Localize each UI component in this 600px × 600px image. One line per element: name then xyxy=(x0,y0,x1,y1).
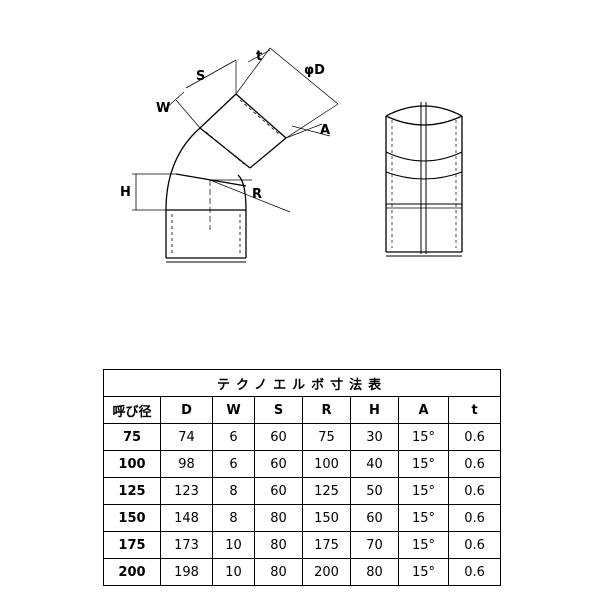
cell: 0.6 xyxy=(447,477,502,505)
table-title-row: テクノエルボ寸法表 xyxy=(102,369,502,397)
cell: 8 xyxy=(212,477,255,505)
table-row: 175 173 10 80 175 70 15° 0.6 xyxy=(103,531,502,559)
cell: 0.6 xyxy=(447,504,502,532)
cell: 75 xyxy=(302,423,351,451)
cell: 60 xyxy=(254,423,303,451)
label-h: H xyxy=(120,185,131,200)
label-d: φD xyxy=(304,63,325,78)
cell: 0.6 xyxy=(447,423,502,451)
cell: 8 xyxy=(212,504,255,532)
cell: 200 xyxy=(302,558,351,586)
cell: 15° xyxy=(398,477,449,505)
table-row: 75 74 6 60 75 30 15° 0.6 xyxy=(103,423,502,451)
cell: 6 xyxy=(212,450,255,478)
cell: 0.6 xyxy=(447,558,502,586)
header-s: S xyxy=(254,396,303,424)
front-view xyxy=(385,102,463,257)
label-s: S xyxy=(196,69,205,84)
cell: 50 xyxy=(350,477,399,505)
cell: 60 xyxy=(350,504,399,532)
header-d: D xyxy=(160,396,213,424)
cell: 15° xyxy=(398,531,449,559)
header-h: H xyxy=(350,396,399,424)
table-title: テクノエルボ寸法表 xyxy=(102,369,502,397)
label-a: A xyxy=(320,123,330,138)
cell: 173 xyxy=(160,531,213,559)
cell: 15° xyxy=(398,423,449,451)
table-header-row: 呼び径 D W S R H A t xyxy=(103,396,502,424)
cell: 175 xyxy=(302,531,351,559)
cell: 125 xyxy=(103,477,161,505)
cell: 98 xyxy=(160,450,213,478)
cell: 148 xyxy=(160,504,213,532)
label-t: t xyxy=(256,49,262,64)
header-w: W xyxy=(212,396,255,424)
cell: 198 xyxy=(160,558,213,586)
cell: 15° xyxy=(398,558,449,586)
side-view xyxy=(132,47,339,263)
cell: 100 xyxy=(302,450,351,478)
table-row: 100 98 6 60 100 40 15° 0.6 xyxy=(103,450,502,478)
cell: 15° xyxy=(398,504,449,532)
cell: 0.6 xyxy=(447,531,502,559)
cell: 6 xyxy=(212,423,255,451)
cell: 40 xyxy=(350,450,399,478)
cell: 100 xyxy=(103,450,161,478)
cell: 80 xyxy=(254,531,303,559)
cell: 70 xyxy=(350,531,399,559)
header-t: t xyxy=(447,396,502,424)
cell: 75 xyxy=(103,423,161,451)
cell: 10 xyxy=(212,558,255,586)
cell: 150 xyxy=(302,504,351,532)
table-row: 200 198 10 80 200 80 15° 0.6 xyxy=(103,558,502,586)
header-r: R xyxy=(302,396,351,424)
elbow-drawing: S W t φD A H R xyxy=(120,47,463,263)
label-r: R xyxy=(252,187,262,202)
cell: 175 xyxy=(103,531,161,559)
label-w: W xyxy=(156,101,170,116)
cell: 123 xyxy=(160,477,213,505)
header-nominal-size: 呼び径 xyxy=(103,396,161,424)
cell: 125 xyxy=(302,477,351,505)
cell: 80 xyxy=(254,558,303,586)
cell: 200 xyxy=(103,558,161,586)
dimension-table: テクノエルボ寸法表 呼び径 D W S R H A t 75 74 6 60 7… xyxy=(102,369,502,586)
cell: 80 xyxy=(350,558,399,586)
cell: 150 xyxy=(103,504,161,532)
cell: 0.6 xyxy=(447,450,502,478)
table-row: 125 123 8 60 125 50 15° 0.6 xyxy=(103,477,502,505)
header-a: A xyxy=(398,396,449,424)
cell: 80 xyxy=(254,504,303,532)
cell: 60 xyxy=(254,477,303,505)
cell: 30 xyxy=(350,423,399,451)
cell: 10 xyxy=(212,531,255,559)
cell: 74 xyxy=(160,423,213,451)
cell: 15° xyxy=(398,450,449,478)
table-row: 150 148 8 80 150 60 15° 0.6 xyxy=(103,504,502,532)
cell: 60 xyxy=(254,450,303,478)
